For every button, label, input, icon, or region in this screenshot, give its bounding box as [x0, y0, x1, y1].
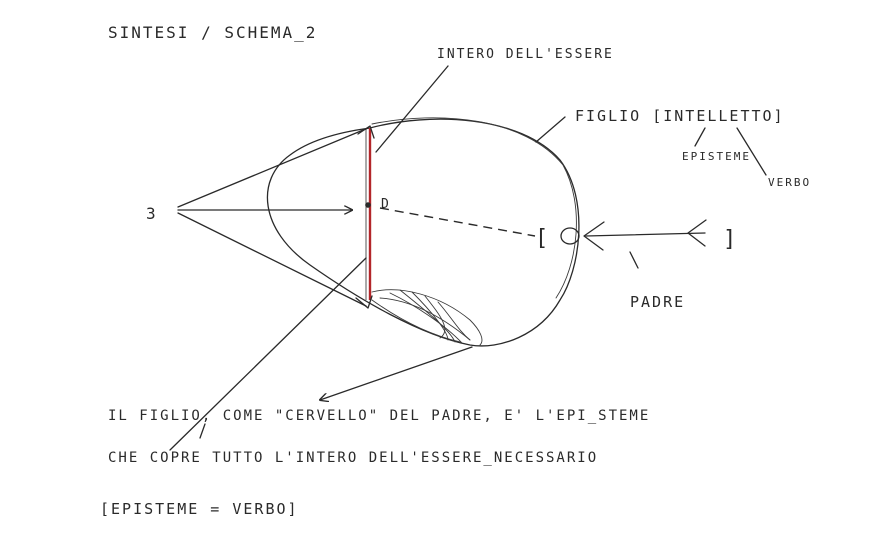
figlio-oval-second-stroke — [371, 117, 577, 299]
caption-line-2: CHE COPRE TUTTO L'INTERO DELL'ESSERE_NEC… — [108, 450, 598, 466]
episteme-label: EPISTEME — [682, 150, 751, 163]
figlio-pointer — [535, 116, 566, 143]
intero-essere-label: INTERO DELL'ESSERE — [437, 47, 614, 62]
center-dot — [365, 202, 371, 208]
dashed-link — [379, 207, 536, 237]
title-text: SINTESI / SCHEMA_2 — [108, 23, 317, 42]
verbo-pointer — [736, 127, 767, 176]
figlio-oval — [266, 118, 580, 347]
caption-line-3: [EPISTEME = VERBO] — [100, 500, 299, 518]
intero-essere-pointer — [375, 65, 449, 153]
bracket-right: ] — [723, 227, 738, 252]
verbo-label: VERBO — [768, 176, 811, 189]
episteme-pointer — [694, 127, 706, 147]
padre-label: PADRE — [630, 293, 685, 311]
small-circle — [560, 227, 580, 245]
caption-line-1: IL FIGLIO, COME "CERVELLO" DEL PADRE, E'… — [108, 408, 650, 424]
caption-pointer-right — [320, 346, 473, 400]
arrow-to-top — [177, 127, 369, 208]
bottom-arrow-tip — [355, 295, 373, 309]
figlio-label: FIGLIO [INTELLETTO] — [575, 107, 785, 125]
caption-comma-mark — [199, 423, 206, 439]
padre-pointer — [629, 251, 639, 269]
padre-arrow-shaft — [585, 232, 706, 237]
hatched-region — [371, 289, 483, 346]
padre-arrowhead — [583, 221, 605, 251]
padre-fletching — [687, 219, 707, 247]
bracket-left: [ — [535, 226, 550, 251]
caption-pointer-left — [169, 257, 367, 451]
arrow-to-bottom — [177, 212, 367, 307]
top-arrow-tip — [357, 125, 375, 139]
center-mark-label: D — [381, 197, 391, 212]
left-mark-label: 3 — [146, 204, 158, 223]
